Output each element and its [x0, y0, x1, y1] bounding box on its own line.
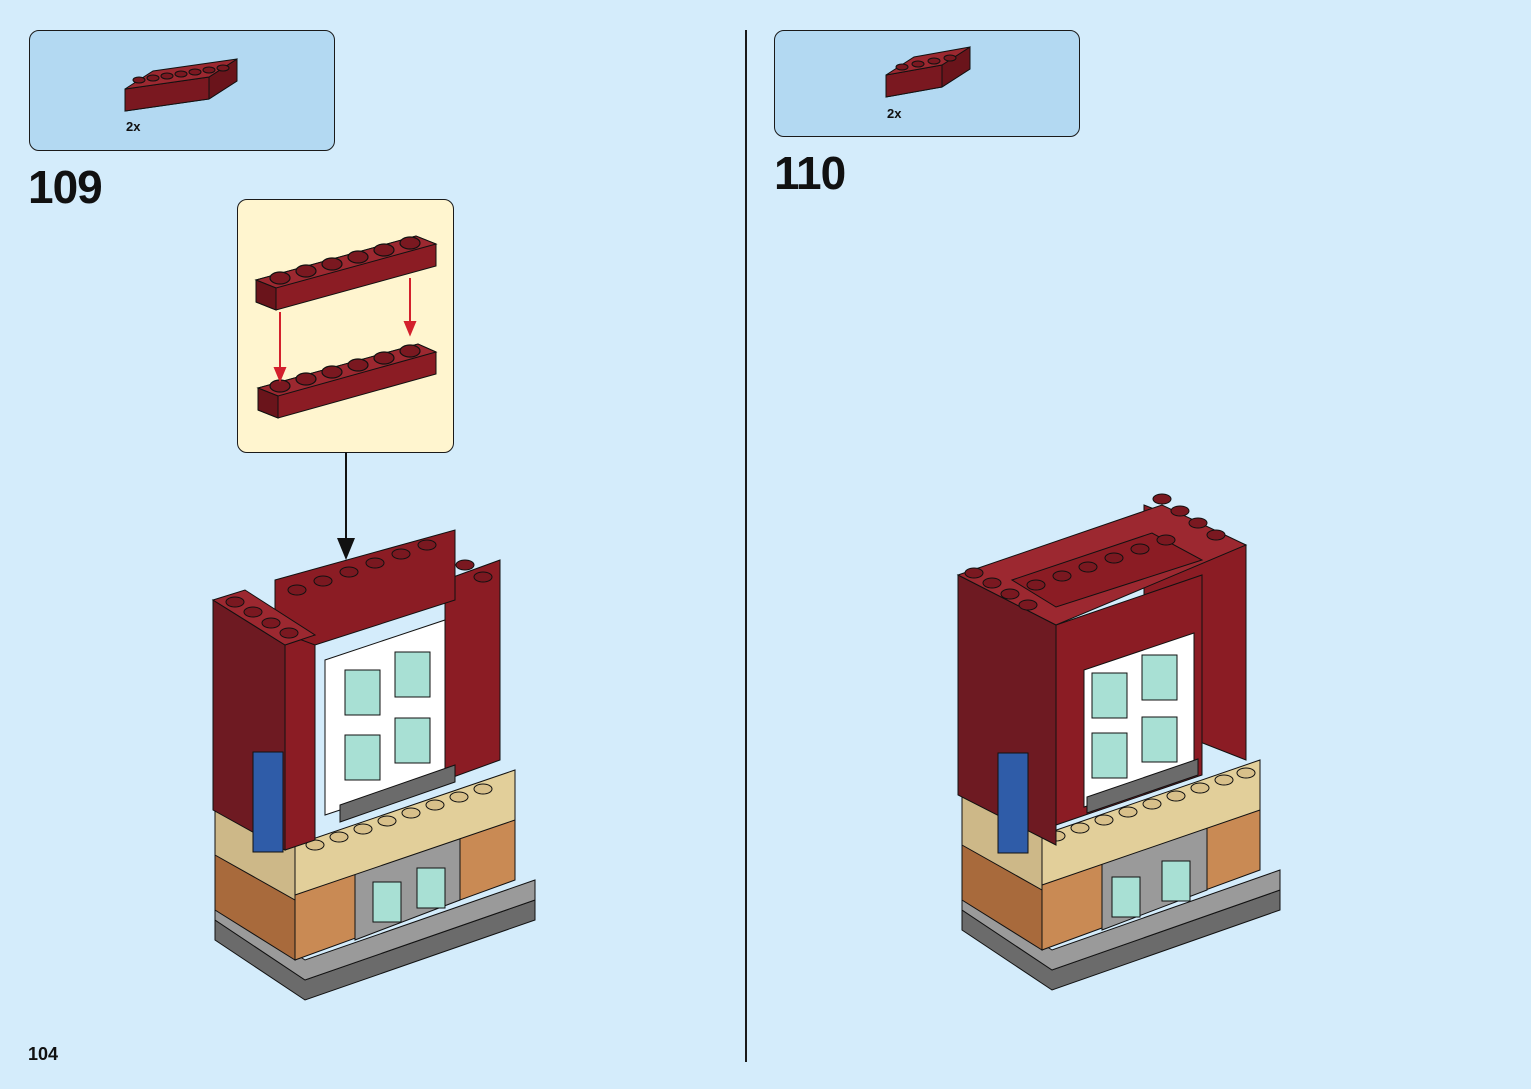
parts-list-109: 2x [29, 30, 335, 151]
placement-arrow-icon [337, 452, 355, 560]
building-model-110 [956, 493, 1281, 991]
brick-stack-illustration [254, 235, 438, 419]
parts-list-110: 2x [774, 30, 1080, 137]
part-quantity: 2x [887, 106, 902, 121]
building-model-109 [211, 529, 536, 1001]
brick-1x6-icon [124, 58, 238, 112]
brick-1x4-icon [885, 46, 971, 98]
page-number: 104 [28, 1044, 59, 1064]
page-divider [745, 30, 747, 1062]
subassembly-callout [237, 199, 454, 453]
part-quantity: 2x [126, 119, 141, 134]
step-number-109: 109 [28, 161, 103, 213]
step-number-110: 110 [774, 147, 846, 199]
